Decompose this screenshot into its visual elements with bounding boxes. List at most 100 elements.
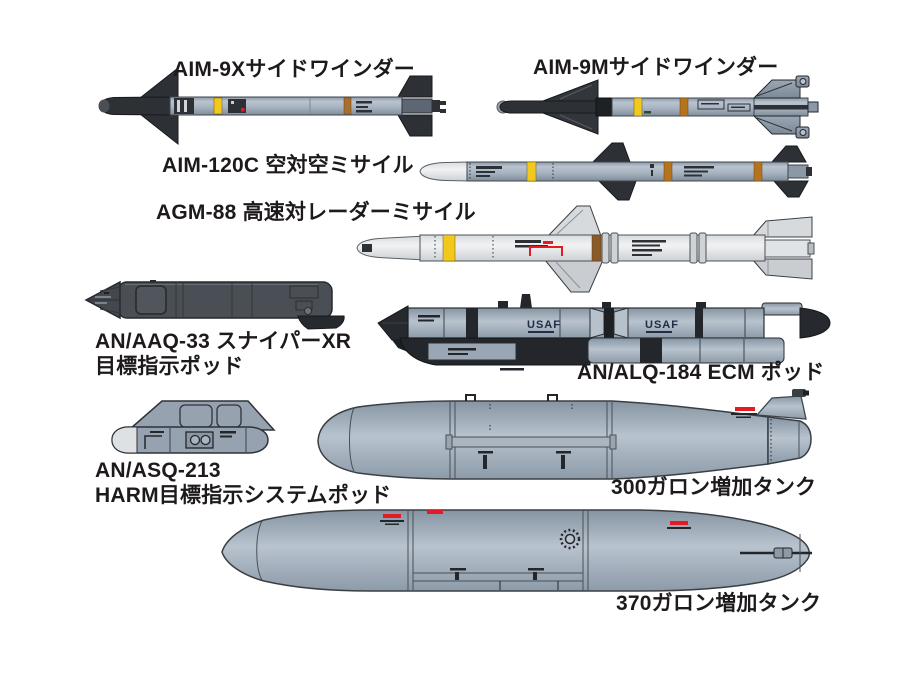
aim9x-stencil: [356, 101, 372, 104]
aim9m-fin-line: [756, 117, 793, 132]
agm88-collar: [689, 232, 698, 264]
usaf-marking-rear: USAF: [645, 319, 679, 331]
alq184-forward-dark-band: [466, 308, 478, 338]
aim9x-missile: [98, 66, 446, 146]
aim9m-canard-highlight: [559, 84, 593, 100]
tank300-rail-cap: [445, 434, 453, 450]
agm88-midfin-top: [546, 205, 602, 237]
aim9m-data-plate: [697, 99, 725, 110]
aim120c-tailfin-top: [770, 145, 807, 163]
agm88-stencil: [632, 240, 666, 243]
label-aaq33-line2: 目標指示ポッド: [95, 355, 244, 378]
agm88-nozzle: [807, 242, 815, 255]
tank370-gear-marking-center: [564, 533, 576, 545]
tank300-lug: [547, 394, 558, 401]
agm88-nose-box: [362, 244, 372, 252]
aim9x-nozzle-tab: [440, 101, 446, 105]
aim9x-yellow-band: [213, 97, 223, 115]
agm88-aft-body: [764, 239, 811, 258]
aim9x-tailfin-top: [397, 75, 433, 98]
aim120c-missile: [419, 142, 812, 201]
tank370-sway-brace: [455, 572, 459, 580]
alq184-stencil: [418, 315, 440, 318]
aaq33-rear-panel: [289, 285, 319, 299]
aim120c-emblem: [651, 170, 653, 176]
aaq33-detail: [95, 296, 111, 298]
aim120c-emblem: [650, 164, 654, 168]
aim9m-fin-spine: [754, 105, 808, 110]
aaq33-rear-panel: [295, 300, 313, 311]
aim9m-canard-highlight: [559, 114, 593, 130]
tank370-stencil: [450, 568, 466, 571]
aaq33-detail: [104, 292, 109, 294]
aim9m-brown-band: [679, 97, 689, 117]
alq184-stencil: [528, 331, 554, 333]
asq213-stencil: [220, 435, 232, 438]
tank370-red-mark: [383, 514, 401, 518]
aim9m-yellow-band: [633, 97, 643, 117]
asq213-detail-line: [144, 435, 162, 449]
agm88-missile: [356, 205, 815, 293]
aim9x-stencil: [356, 106, 368, 108]
aim120c-stencil: [684, 174, 702, 177]
tank370-sway-brace: [533, 572, 537, 580]
label-alq184: AN/ALQ-184 ECM ポッド: [577, 361, 825, 384]
agm88-red-bracket: [529, 246, 563, 256]
tank370-gear-marking: [559, 528, 581, 550]
asq213-sensor-lens: [189, 434, 201, 446]
aim9m-fin-line: [756, 82, 793, 97]
tank300-stencil: [736, 416, 751, 418]
usaf-marking-forward: USAF: [527, 319, 561, 331]
label-tank300: 300ガロン増加タンク: [611, 476, 817, 499]
aaq33-rear-fairing: [297, 315, 345, 330]
alq184-rear-dark-band: [695, 308, 703, 338]
label-asq213-line1: AN/ASQ-213: [95, 459, 221, 482]
alq184-upper-body: [407, 307, 765, 339]
label-aim9x: AIM-9Xサイドワインダー: [173, 58, 415, 81]
aim120c-nozzle: [787, 164, 809, 179]
aaq33-window-panel: [135, 285, 167, 315]
aaq33-facet-line: [99, 286, 121, 292]
tank300-stencil: [731, 413, 757, 415]
aim120c-nose: [419, 161, 471, 182]
aim120c-midfin-top: [591, 142, 631, 163]
aim9x-nozzle: [432, 100, 440, 112]
label-agm88: AGM-88 高速対レーダーミサイル: [156, 201, 476, 224]
alq184-joint-gap: [604, 308, 614, 338]
aim9x-stencil: [356, 110, 372, 113]
alq184-stencil: [646, 331, 672, 333]
agm88-tailfin-bottom: [750, 258, 813, 280]
tank370-stencil: [385, 523, 399, 525]
aim120c-tailfin-bottom: [772, 180, 809, 198]
aim9x-nose: [99, 96, 173, 116]
alq184-lower-gray-panel: [427, 342, 517, 361]
label-tank370: 370ガロン増加タンク: [616, 592, 822, 615]
aim120c-midfin-bottom: [597, 180, 637, 201]
alq184-top-antenna: [520, 294, 532, 308]
tank300-red-stripe: [735, 407, 755, 411]
asq213-pod: [111, 400, 276, 454]
alq184-top-antenna: [602, 302, 611, 309]
aim9m-missile: [496, 75, 819, 139]
alq184-top-antenna: [696, 302, 706, 309]
asq213-stencil: [150, 431, 164, 433]
tank300-lug: [465, 394, 476, 401]
tank300-stencil: [556, 451, 571, 454]
alq184-joint-cone: [589, 307, 605, 339]
agm88-yellow-band: [442, 234, 456, 262]
tank300-fin: [755, 395, 807, 420]
tank300-stencil: [478, 451, 493, 454]
aim120c-stencil: [684, 170, 708, 173]
agm88-fin-line: [556, 209, 584, 235]
aaq33-facet-line: [99, 308, 121, 314]
agm88-stencil: [632, 244, 660, 247]
aim9x-hatch-mark: [177, 100, 180, 112]
alq184-stencil: [448, 353, 468, 355]
aim120c-nozzle-end: [806, 167, 812, 176]
agm88-tailfin-top: [750, 216, 813, 238]
aim9x-brown-band: [343, 97, 352, 115]
aim9x-canard-bottom: [138, 113, 179, 146]
aim9x-detail: [231, 101, 234, 104]
aim9x-nozzle-tab: [440, 109, 446, 113]
